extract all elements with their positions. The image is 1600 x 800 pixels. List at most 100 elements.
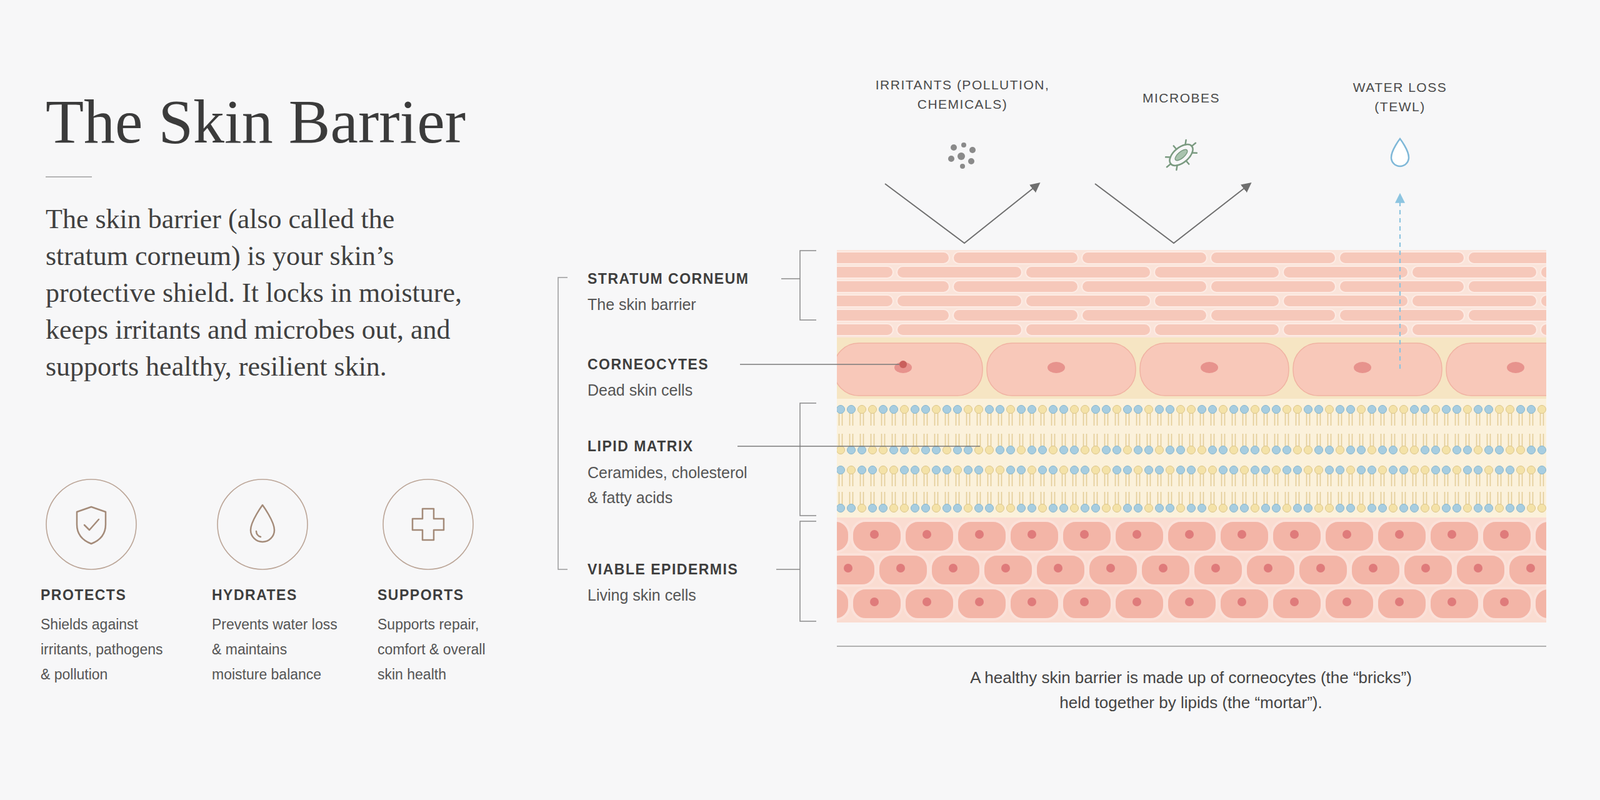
lipid-tail	[1139, 433, 1141, 447]
lipid-tail	[926, 473, 929, 487]
lipid-head	[1453, 466, 1462, 475]
lipid-head	[1070, 446, 1079, 455]
lipid-tail	[1011, 491, 1014, 505]
lipid-tail	[1146, 413, 1149, 426]
lipid-tail	[1096, 473, 1099, 487]
living-cell	[1114, 588, 1165, 620]
cell-nucleus	[1447, 530, 1457, 539]
lipid-tail	[1306, 491, 1308, 505]
lipid-tail	[1266, 473, 1269, 487]
squame-cell	[836, 323, 894, 336]
lipid-tail	[863, 491, 865, 505]
lipid-tail	[1511, 413, 1513, 426]
lipid-tail	[1115, 433, 1117, 447]
lipid-head	[1166, 504, 1175, 513]
lipid-tail	[1061, 473, 1064, 487]
lipid-tail	[1136, 491, 1138, 505]
lipid-head	[975, 504, 984, 513]
living-cell	[851, 520, 902, 552]
lipid-tail	[1245, 413, 1247, 426]
lipid-head	[1474, 446, 1483, 455]
lipid-tail	[1054, 433, 1056, 447]
lipid-tail	[1458, 473, 1460, 487]
lipid-tail	[1213, 473, 1215, 487]
lipid-head	[1336, 405, 1345, 414]
lipid-head	[1336, 466, 1345, 475]
lipid-head	[1357, 446, 1366, 455]
lipid-tail	[934, 433, 936, 447]
lipid-tail	[1266, 433, 1269, 447]
lipid-head	[1251, 466, 1260, 475]
lipid-tail	[1096, 413, 1099, 426]
lipid-tail	[1200, 413, 1202, 426]
lipid-tail	[1490, 433, 1492, 447]
lipid-tail	[870, 413, 872, 426]
lipid-head	[1145, 466, 1154, 475]
lipid-tail	[902, 413, 904, 426]
lipid-tail	[1508, 433, 1510, 447]
lipid-tail	[1203, 473, 1205, 487]
lipid-tail	[1415, 473, 1417, 487]
lipid-head	[1283, 446, 1292, 455]
cell-nucleus	[870, 597, 879, 607]
lipid-head	[1357, 466, 1366, 475]
lipid-head	[1495, 446, 1504, 455]
lipid-tail	[955, 473, 957, 487]
lipid-tail	[1373, 473, 1375, 487]
lipid-head	[1006, 466, 1015, 475]
living-cell	[1481, 588, 1532, 620]
lipid-tail	[1213, 433, 1215, 447]
lipid-tail	[990, 491, 992, 505]
lipid-tail	[923, 433, 925, 447]
lipid-tail	[926, 413, 929, 426]
lipid-tail	[870, 433, 872, 447]
lipid-tail	[1362, 433, 1364, 447]
lipid-tail	[1405, 473, 1407, 487]
lipid-tail	[1309, 413, 1311, 426]
lipid-head	[1304, 446, 1313, 455]
lipid-tail	[976, 433, 979, 447]
lipid-head	[1134, 405, 1143, 414]
lipid-head	[1336, 446, 1345, 455]
lipid-tail	[1096, 491, 1099, 505]
squame-cell	[1339, 251, 1465, 264]
lipid-tail	[923, 473, 925, 487]
lipid-tail	[1075, 491, 1077, 505]
lipid-tail	[1001, 473, 1003, 487]
lipid-tail	[1104, 473, 1106, 487]
lipid-tail	[1490, 491, 1492, 505]
lipid-head	[953, 405, 962, 414]
lipid-tail	[1521, 473, 1524, 487]
lipid-tail	[1128, 413, 1130, 426]
lipid-tail	[873, 473, 875, 487]
lipid-head	[1240, 446, 1249, 455]
lipid-tail	[1298, 433, 1300, 447]
lipid-head	[1060, 466, 1069, 475]
living-cell	[1376, 520, 1427, 552]
leader-line	[740, 363, 900, 365]
lipid-tail	[1231, 473, 1234, 487]
cell-nucleus	[1316, 563, 1325, 573]
lipid-head	[1389, 466, 1398, 475]
feature-item: HYDRATESPrevents water loss & maintains …	[211, 478, 340, 691]
lipid-tail	[1359, 433, 1361, 447]
lipid-head	[1102, 446, 1111, 455]
lipid-head	[1516, 405, 1525, 414]
lipid-tail	[1529, 491, 1531, 505]
lipid-tail	[1040, 413, 1042, 426]
lipid-tail	[1075, 433, 1077, 447]
lipid-tail	[902, 473, 904, 487]
cell-nucleus	[1185, 530, 1194, 539]
lipid-tail	[1118, 433, 1120, 447]
lipid-tail	[1160, 433, 1162, 447]
lipid-tail	[1529, 413, 1531, 426]
lipid-tail	[841, 413, 844, 426]
cell-nucleus	[1132, 530, 1142, 539]
lipid-tail	[1521, 491, 1524, 505]
leader-line	[781, 278, 800, 280]
lipid-head	[1325, 405, 1334, 414]
lipid-head	[1400, 405, 1409, 414]
lipid-head	[1230, 446, 1239, 455]
lipid-tail	[1033, 473, 1035, 487]
lipid-head	[1091, 504, 1100, 513]
